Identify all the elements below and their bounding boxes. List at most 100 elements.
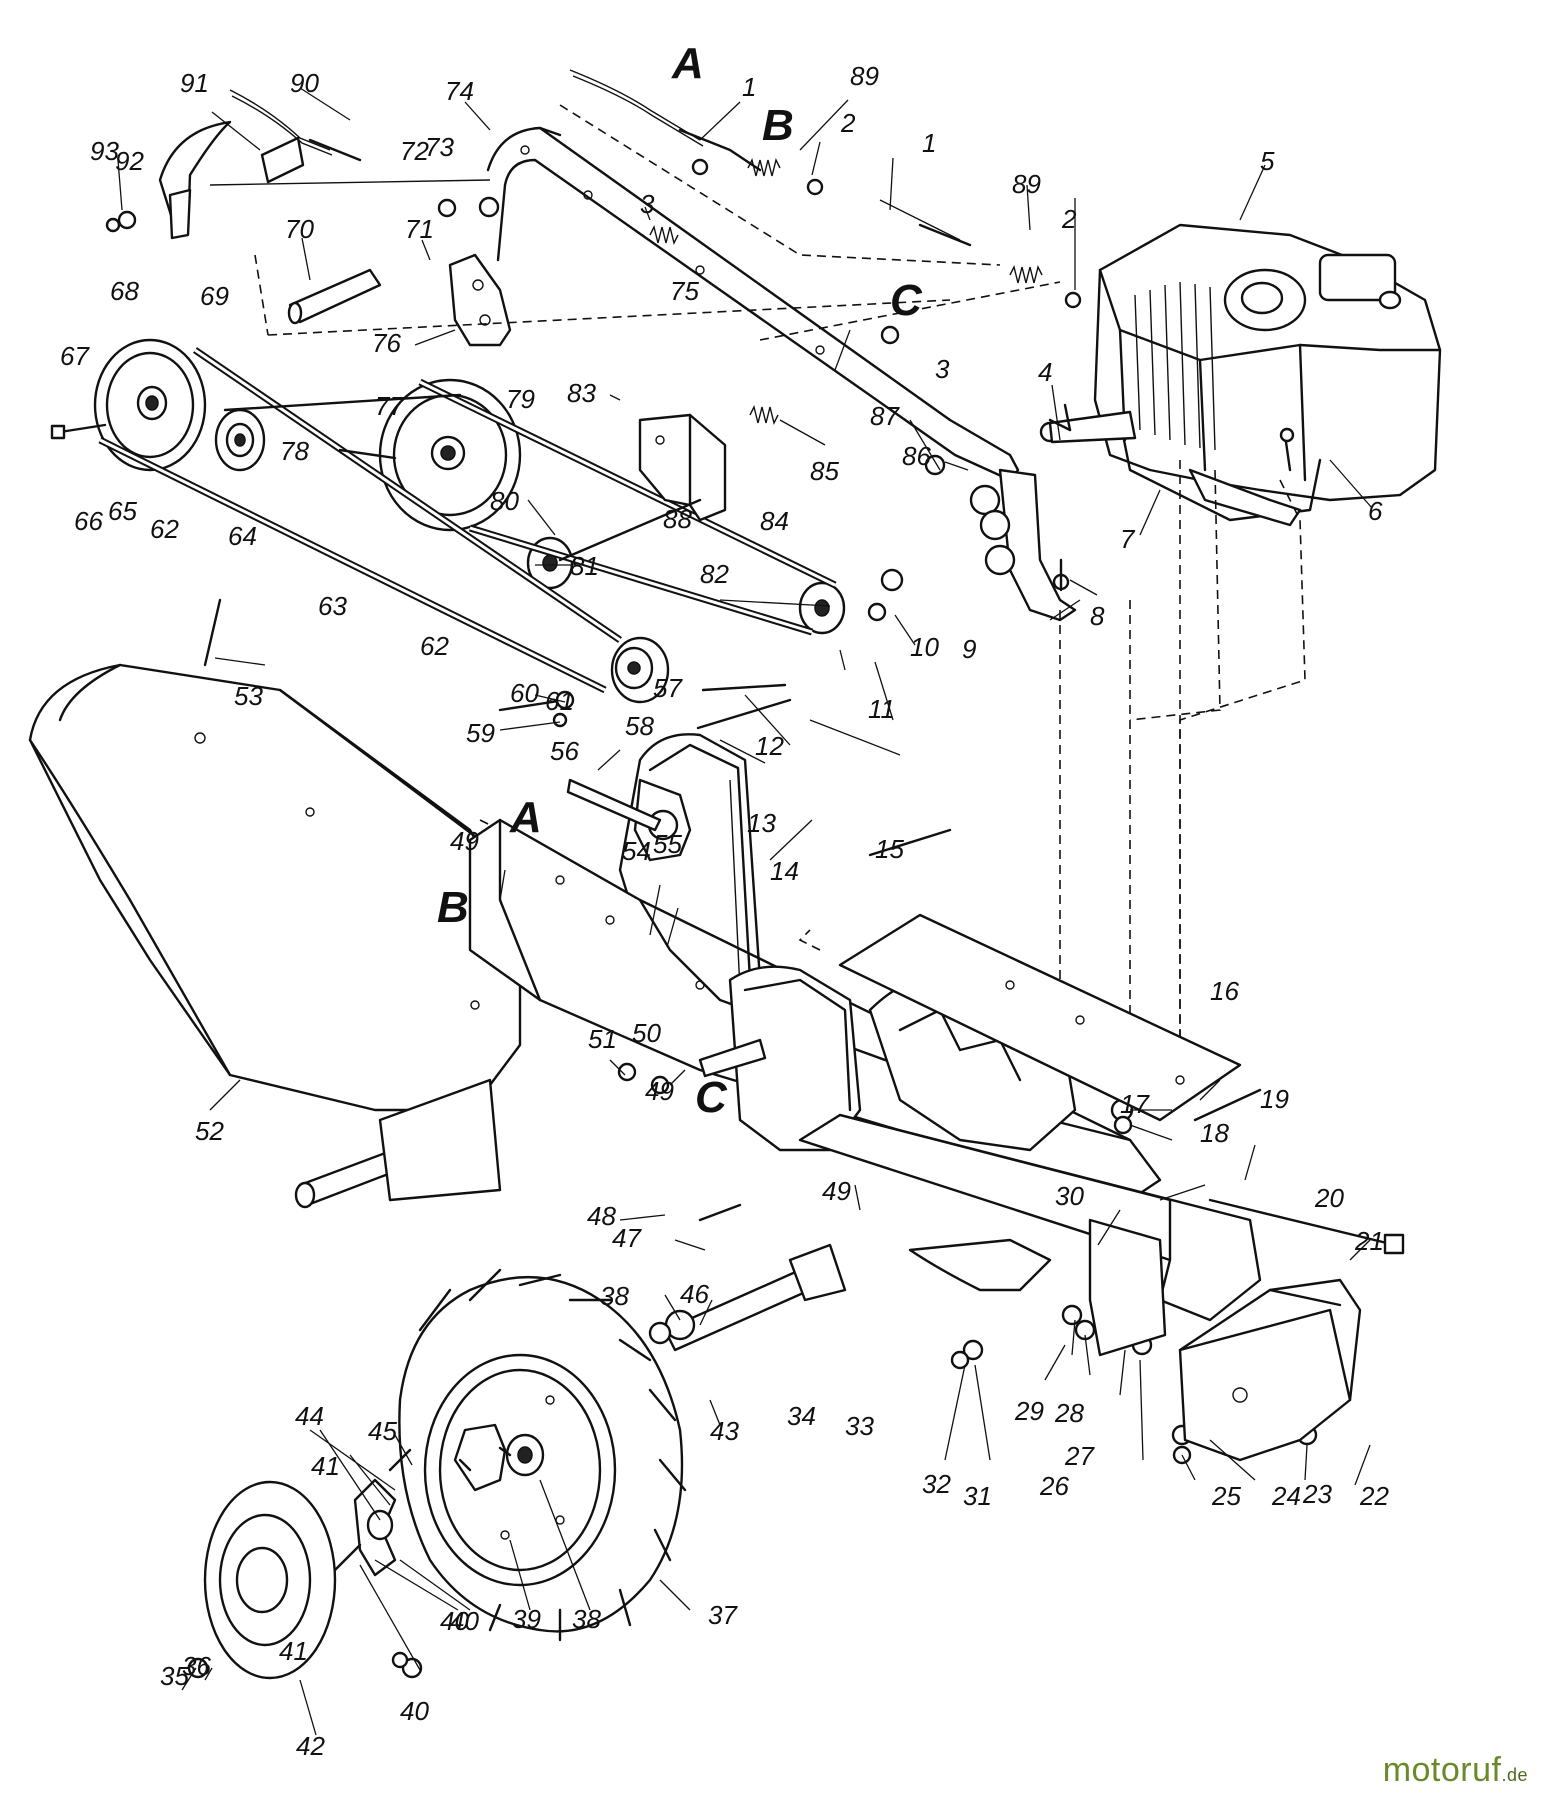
- part-number-32: 32: [922, 1469, 951, 1499]
- part-number-49: 49: [645, 1076, 674, 1106]
- pin-70: [287, 268, 382, 325]
- leader-lines: [117, 87, 1373, 1736]
- part-number-68: 68: [110, 276, 139, 306]
- part-number-86: 86: [902, 441, 931, 471]
- part-number-92: 92: [115, 146, 144, 176]
- part-number-1: 1: [922, 128, 936, 158]
- part-number-82: 82: [700, 559, 729, 589]
- ref-letter-b-bottom: B: [437, 883, 469, 932]
- idler-bracket-84: [558, 413, 727, 562]
- reference-letters: A B C A B C: [437, 39, 923, 1122]
- part-number-31: 31: [963, 1481, 992, 1511]
- part-number-8: 8: [1090, 601, 1105, 631]
- part-number-15: 15: [875, 834, 904, 864]
- sprocket-39: [453, 1423, 512, 1492]
- part-number-13: 13: [747, 808, 776, 838]
- part-number-88: 88: [663, 504, 692, 534]
- engine: [1039, 223, 1442, 527]
- part-number-39: 39: [512, 1604, 541, 1634]
- wheel-axle-34: [648, 1243, 847, 1352]
- part-number-12: 12: [755, 731, 784, 761]
- part-number-40: 40: [440, 1606, 469, 1636]
- part-number-40: 40: [450, 1606, 479, 1636]
- part-number-29: 29: [1014, 1396, 1044, 1426]
- ref-letter-b-top: B: [762, 101, 794, 150]
- wheel: [398, 1268, 687, 1642]
- part-number-48: 48: [587, 1201, 616, 1231]
- part-number-26: 26: [1039, 1471, 1069, 1501]
- part-number-17: 17: [1120, 1089, 1150, 1119]
- handle-frame: [486, 126, 1077, 622]
- part-number-91: 91: [180, 68, 209, 98]
- part-number-16: 16: [1210, 976, 1239, 1006]
- part-number-70: 70: [285, 214, 314, 244]
- part-number-77: 77: [375, 391, 405, 421]
- part-number-37: 37: [708, 1600, 738, 1630]
- pulley-68: [93, 338, 207, 472]
- part-number-44: 44: [295, 1401, 324, 1431]
- part-number-63: 63: [318, 591, 347, 621]
- part-number-66: 66: [74, 506, 103, 536]
- part-number-62: 62: [150, 514, 179, 544]
- part-number-78: 78: [280, 436, 309, 466]
- part-number-90: 90: [290, 68, 319, 98]
- part-number-36: 36: [182, 1651, 211, 1681]
- part-number-38: 38: [600, 1281, 629, 1311]
- part-number-22: 22: [1359, 1481, 1389, 1511]
- part-number-85: 85: [810, 456, 839, 486]
- part-number-2: 2: [1061, 204, 1077, 234]
- part-number-89: 89: [850, 61, 879, 91]
- part-number-72: 72: [400, 136, 429, 166]
- hub-cap-42: [203, 1480, 337, 1680]
- part-number-49: 49: [822, 1176, 851, 1206]
- part-number-41: 41: [279, 1636, 308, 1666]
- tine-shield: [28, 663, 522, 1112]
- belt-link: [223, 393, 462, 412]
- handle-bracket: [448, 253, 512, 347]
- part-number-76: 76: [372, 328, 401, 358]
- part-number-7: 7: [1120, 524, 1136, 554]
- part-number-4: 4: [1038, 357, 1052, 387]
- part-number-64: 64: [228, 521, 257, 551]
- part-number-61: 61: [545, 686, 574, 716]
- part-number-55: 55: [653, 829, 682, 859]
- part-number-41: 41: [311, 1451, 340, 1481]
- watermark-logo: motoruf.de: [1383, 1751, 1528, 1790]
- frame-plate: [838, 913, 1242, 1122]
- part-number-38: 38: [572, 1604, 601, 1634]
- control-cables: [209, 69, 972, 247]
- pulley-82: [798, 581, 846, 635]
- drawbar: [798, 1113, 1262, 1357]
- clip-40: [333, 1448, 412, 1577]
- part-number-52: 52: [195, 1116, 224, 1146]
- belt-79: [418, 378, 837, 636]
- part-number-9: 9: [962, 634, 976, 664]
- part-number-21: 21: [1354, 1226, 1384, 1256]
- ref-letter-a-bottom: A: [509, 793, 542, 842]
- part-number-65: 65: [108, 496, 137, 526]
- part-number-87: 87: [870, 401, 900, 431]
- part-number-28: 28: [1054, 1398, 1084, 1428]
- part-number-20: 20: [1314, 1183, 1344, 1213]
- part-number-3: 3: [935, 354, 950, 384]
- part-number-56: 56: [550, 736, 579, 766]
- part-number-54: 54: [622, 836, 651, 866]
- pulley-64: [214, 408, 266, 472]
- ref-letter-a-top: A: [671, 39, 704, 88]
- part-number-30: 30: [1055, 1181, 1084, 1211]
- shaft-56: [566, 778, 662, 832]
- watermark-tld: .de: [1501, 1765, 1528, 1785]
- part-number-35: 35: [160, 1661, 189, 1691]
- part-number-84: 84: [760, 506, 789, 536]
- part-number-51: 51: [588, 1024, 617, 1054]
- part-number-19: 19: [1260, 1084, 1289, 1114]
- part-number-81: 81: [570, 551, 599, 581]
- part-number-60: 60: [510, 678, 539, 708]
- ref-letter-c-top: C: [890, 276, 923, 325]
- part-number-71: 71: [405, 214, 434, 244]
- part-number-89: 89: [1012, 169, 1041, 199]
- part-number-34: 34: [787, 1401, 816, 1431]
